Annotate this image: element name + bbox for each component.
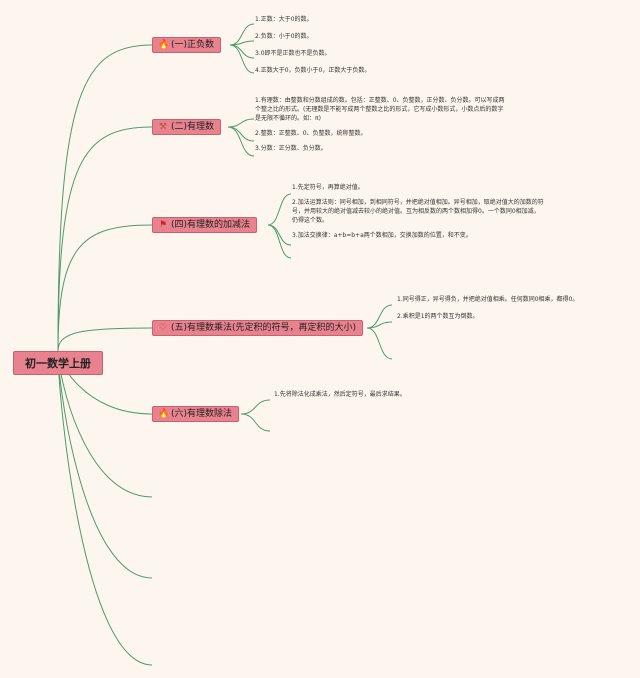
list-item: 1.先将除法化成乘法，然后定符号，最后求结果。 xyxy=(274,391,406,398)
root-node[interactable]: 初一数学上册 xyxy=(13,351,103,375)
list-item: 1.有理数：由整数和分数组成的数。包括：正整数、0、负整数，正分数、负分数。可以… xyxy=(255,97,505,122)
leaf-connector xyxy=(366,304,393,329)
list-item: 2.负数：小于0的数。 xyxy=(255,33,313,40)
leaf-connector xyxy=(267,193,292,226)
leaf-connector xyxy=(229,44,255,74)
leaf-connector xyxy=(366,327,393,360)
fire-icon: 🔥 xyxy=(158,409,170,419)
branch-label: (六)有理数除法 xyxy=(171,409,233,419)
branch-2-items: 1.有理数：由整数和分数组成的数。包括：正整数、0、负整数，正分数、负分数。可以… xyxy=(255,96,507,153)
leaf-connector xyxy=(267,224,292,259)
branch-5-items: 1.先将除法化成乘法，然后定符号，最后求结果。 xyxy=(274,390,514,399)
root-branch-connector xyxy=(57,350,153,579)
list-item: 1.同号得正，异号得负，并把绝对值相乘。任何数同0相乘，都得0。 xyxy=(397,296,579,303)
root-title: 初一数学上册 xyxy=(25,357,91,370)
root-branch-connector xyxy=(57,126,153,352)
flag-icon: ⚑ xyxy=(158,220,168,230)
heart-icon: ♡ xyxy=(158,323,168,333)
leaf-connector xyxy=(366,321,393,329)
list-item: 1.正数：大于0的数。 xyxy=(255,16,313,23)
leaf-connector xyxy=(229,44,255,59)
tools-icon: ⚒ xyxy=(158,122,168,132)
root-branch-connector xyxy=(57,224,153,352)
branch-division[interactable]: 🔥 (六)有理数除法 xyxy=(152,406,240,422)
root-branch-connector xyxy=(57,44,153,352)
branch-multiplication[interactable]: ♡ (五)有理数乘法(先定积的符号，再定积的大小) xyxy=(152,320,364,336)
fire-icon: 🔥 xyxy=(158,40,170,50)
list-item: 1.先定符号，再算绝对值。 xyxy=(292,184,364,191)
root-branch-connector xyxy=(57,327,153,352)
leaf-connector xyxy=(227,118,255,128)
list-item: 2.乘积是1的两个数互为倒数。 xyxy=(397,313,479,320)
branch-label: (二)有理数 xyxy=(171,122,215,132)
branch-rational-numbers[interactable]: ⚒ (二)有理数 xyxy=(152,119,222,135)
list-item: 2.整数：正整数、0、负整数，统称整数。 xyxy=(255,130,367,137)
list-item: 3.0即不是正数也不是负数。 xyxy=(255,50,331,57)
branch-label: (五)有理数乘法(先定积的符号，再定积的大小) xyxy=(171,323,357,333)
branch-label: (一)正负数 xyxy=(171,40,215,50)
branch-positive-negative-numbers[interactable]: 🔥 (一)正负数 xyxy=(152,37,222,53)
branch-addition-subtraction[interactable]: ⚑ (四)有理数的加减法 xyxy=(152,217,258,233)
list-item: 3.加法交换律：a+b=b+a两个数相加，交换加数的位置，和不变。 xyxy=(292,232,472,239)
branch-3-items: 1.先定符号，再算绝对值。 2.加法运算法则：同号相加，到相同符号，并把绝对值相… xyxy=(292,183,544,240)
branch-1-items: 1.正数：大于0的数。 2.负数：小于0的数。 3.0即不是正数也不是负数。 4… xyxy=(255,15,455,83)
list-item: 2.加法运算法则：同号相加，到相同符号，并把绝对值相加。异号相加，取绝对值大的加… xyxy=(292,199,544,224)
leaf-connector xyxy=(227,126,255,142)
list-item: 4.正数大于0，负数小于0，正数大于负数。 xyxy=(255,67,371,74)
leaf-connector xyxy=(240,399,271,415)
leaf-connector xyxy=(229,23,255,46)
leaf-connector xyxy=(227,126,255,157)
leaf-connector xyxy=(240,413,271,432)
leaf-connector xyxy=(229,40,255,46)
root-branch-connector xyxy=(57,350,153,666)
branch-4-items: 1.同号得正，异号得负，并把绝对值相乘。任何数同0相乘，都得0。 2.乘积是1的… xyxy=(397,295,637,321)
branch-label: (四)有理数的加减法 xyxy=(171,220,251,230)
list-item: 3.分数：正分数、负分数。 xyxy=(255,145,327,152)
